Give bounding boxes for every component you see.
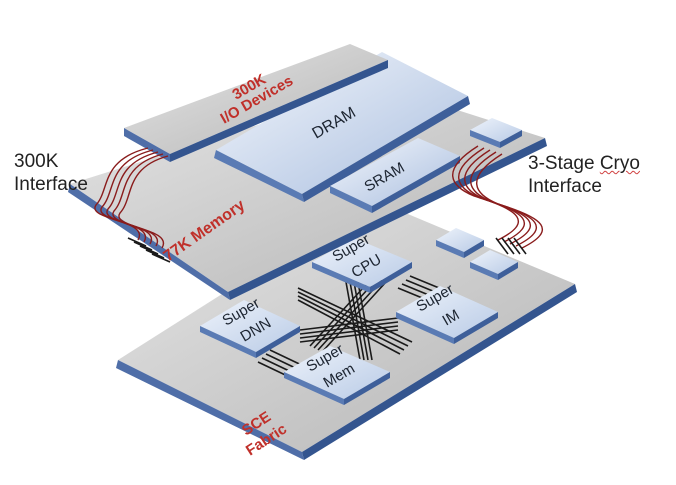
super-im-chip: Super IM — [396, 281, 498, 344]
memory-cryo-interface-chips — [470, 118, 522, 148]
sce-cryo-interface-chips — [436, 228, 518, 280]
super-dnn-chip: Super DNN — [200, 295, 300, 358]
cryo-interface-label: 3-Stage Cryo Interface — [528, 152, 640, 198]
cryo-interface-wire-ends — [495, 237, 527, 255]
dram-chip: DRAM — [214, 52, 470, 202]
super-mem-chip: Super Mem — [284, 341, 390, 405]
interface-300k-wires — [94, 147, 169, 249]
cryo-interface-label-prefix: 3-Stage — [528, 153, 600, 174]
interface-300k-label: 300K Interface — [14, 150, 88, 196]
cryo-interface-wires — [452, 145, 543, 249]
sram-chip: SRAM — [330, 138, 460, 213]
super-im-label-line2: IM — [440, 306, 463, 329]
interface-300k-label-line2: Interface — [14, 174, 88, 195]
io-devices-300k-layer: 300K I/O Devices — [124, 44, 388, 162]
interface-300k-wire-ends — [127, 237, 171, 263]
super-chip-interconnect-wires — [257, 275, 445, 383]
interface-300k-label-line1: 300K — [14, 151, 59, 172]
cryo-interface-label-word: Cryo — [599, 153, 640, 174]
cryo-interface-label-line2: Interface — [528, 176, 602, 197]
cryo-interface-label-line1: 3-Stage Cryo — [528, 152, 640, 175]
